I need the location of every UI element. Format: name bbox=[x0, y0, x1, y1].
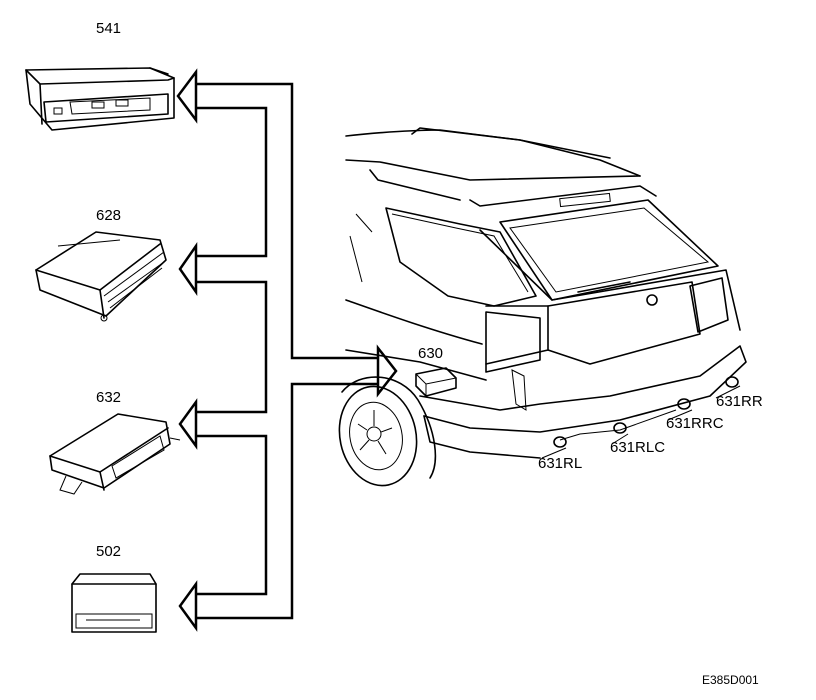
module-541-unit bbox=[25, 67, 175, 131]
sensor-rl bbox=[553, 436, 567, 448]
module-630-unit bbox=[415, 367, 457, 397]
sensor-rr bbox=[725, 376, 739, 388]
label-502: 502 bbox=[96, 543, 121, 560]
arrow-to-541 bbox=[176, 68, 198, 124]
label-630: 630 bbox=[418, 345, 443, 362]
label-631rl: 631RL bbox=[538, 455, 582, 472]
label-541: 541 bbox=[96, 20, 121, 37]
figure-reference-code: E385D001 bbox=[702, 673, 759, 687]
label-631rlc: 631RLC bbox=[610, 439, 665, 456]
label-632: 632 bbox=[96, 389, 121, 406]
car-rear-illustration bbox=[338, 127, 747, 487]
module-628-unit bbox=[35, 231, 167, 322]
arrow-to-632 bbox=[178, 398, 198, 450]
parking-sensors bbox=[541, 376, 741, 459]
rear-wheel bbox=[338, 385, 418, 487]
label-631rr: 631RR bbox=[716, 393, 763, 410]
arrow-to-630 bbox=[376, 344, 398, 398]
arrow-to-502 bbox=[178, 580, 198, 632]
module-632-unit bbox=[49, 413, 181, 495]
bus-arrows bbox=[176, 68, 398, 632]
label-631rrc: 631RRC bbox=[666, 415, 724, 432]
module-502-unit bbox=[71, 573, 157, 633]
label-628: 628 bbox=[96, 207, 121, 224]
sensor-rrc bbox=[677, 398, 691, 410]
arrow-to-628 bbox=[178, 242, 198, 296]
sensor-rlc bbox=[613, 422, 627, 434]
